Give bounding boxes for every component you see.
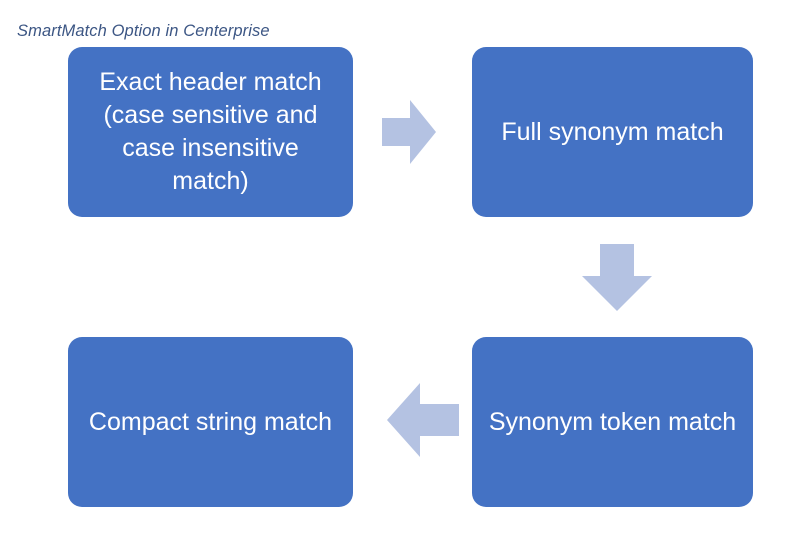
node-exact-header-match[interactable]: Exact header match (case sensitive and c… (68, 47, 353, 217)
node-full-synonym-match[interactable]: Full synonym match (472, 47, 753, 217)
node-compact-string-match-label: Compact string match (88, 407, 333, 436)
node-synonym-token-match[interactable]: Synonym token match (472, 337, 753, 507)
node-exact-header-match-label: Exact header match (case sensitive and c… (99, 68, 322, 195)
diagram-title: SmartMatch Option in Centerprise (17, 22, 270, 40)
arrow-right-icon (382, 100, 436, 164)
arrow-down-icon (582, 244, 652, 311)
node-compact-string-match[interactable]: Compact string match (68, 337, 353, 507)
arrow-left-icon (387, 383, 459, 457)
node-synonym-token-match-label: Synonym token match (488, 407, 737, 436)
node-full-synonym-match-label: Full synonym match (501, 117, 724, 146)
